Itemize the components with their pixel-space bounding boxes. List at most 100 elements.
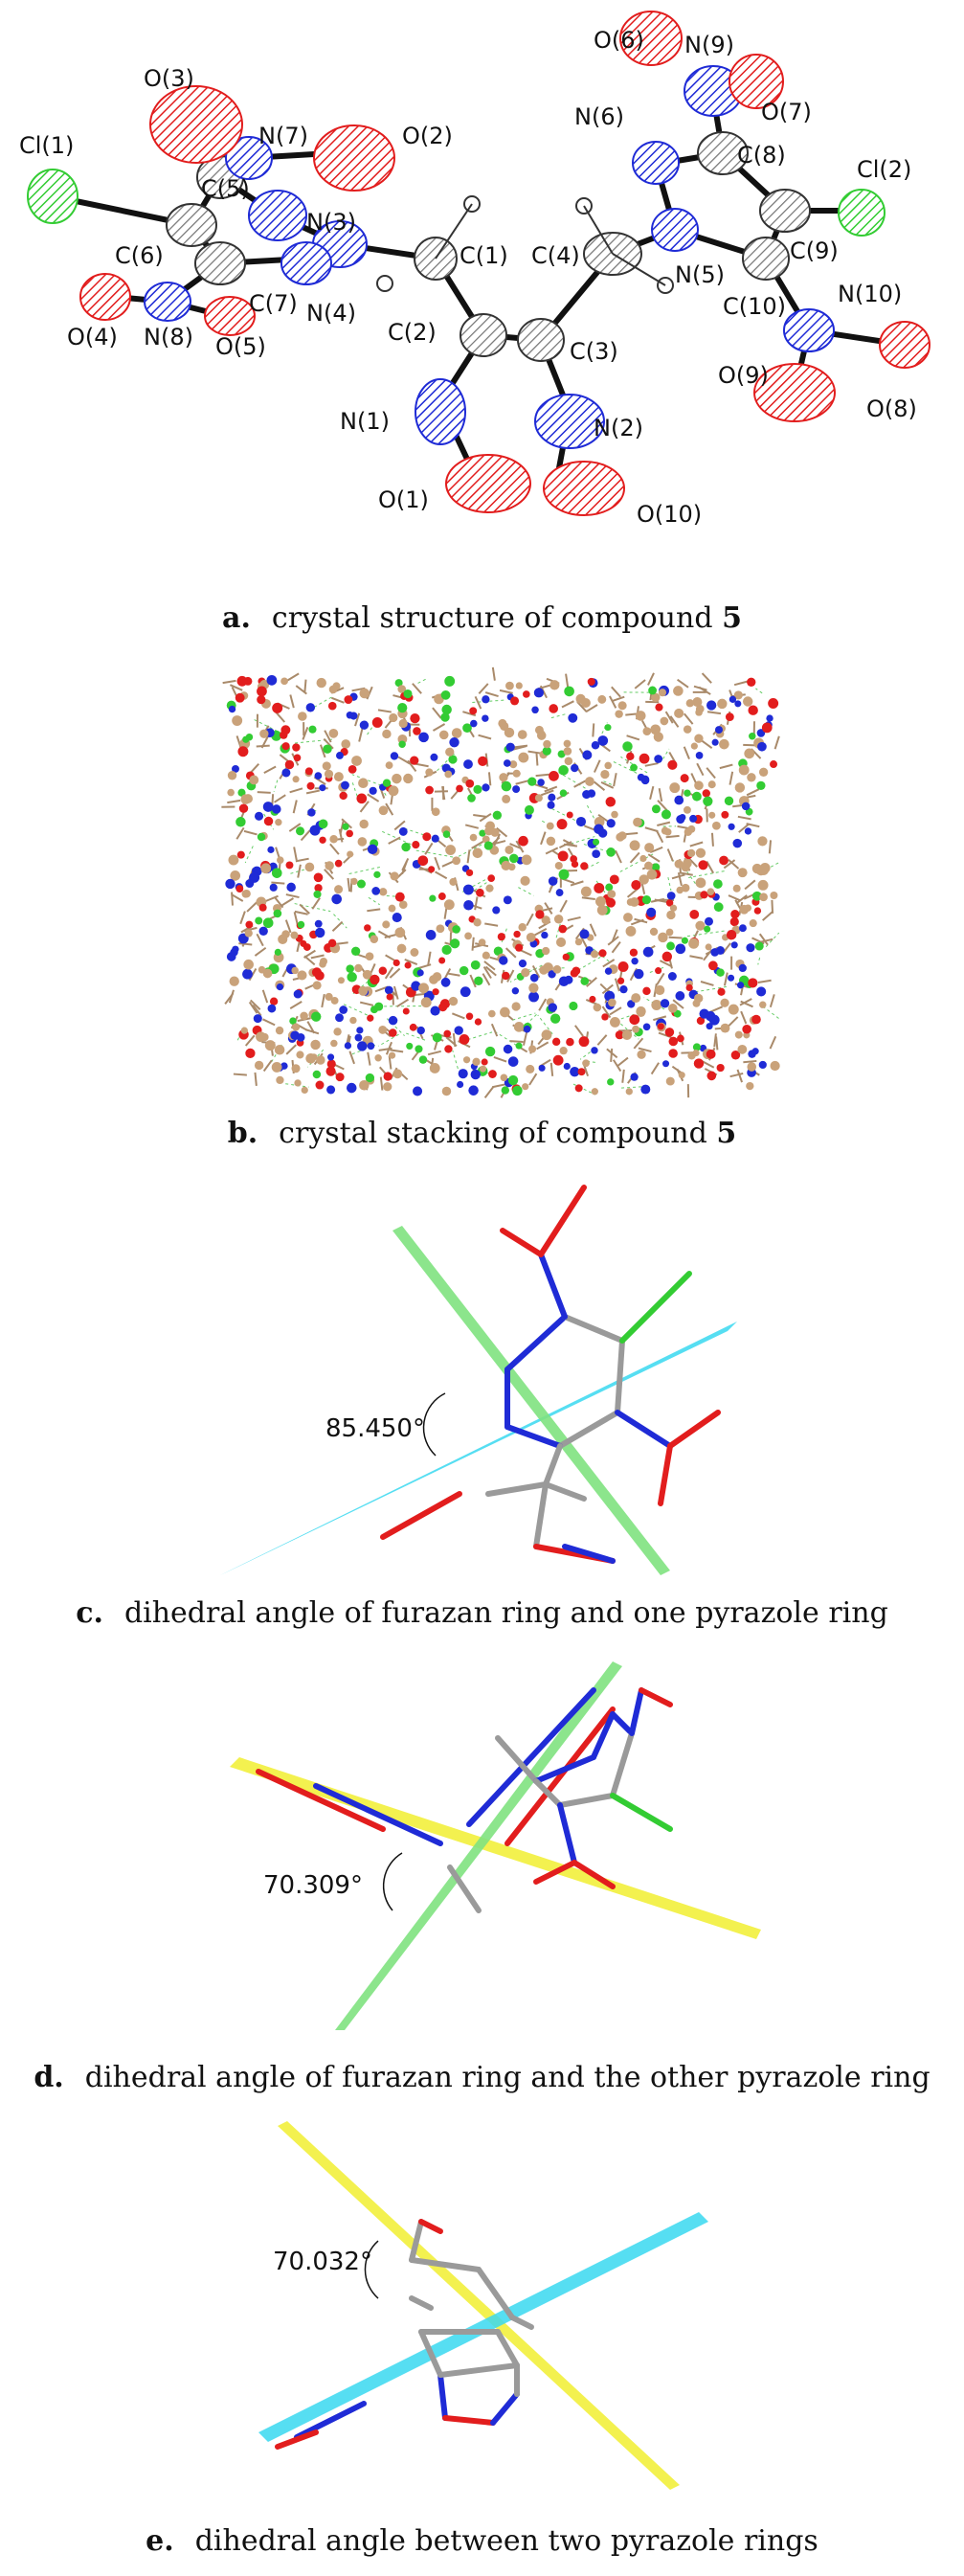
packing-bond [589, 923, 597, 937]
packing-atom [511, 1002, 521, 1011]
packing-atoms [221, 667, 781, 1098]
packing-atom [768, 698, 779, 709]
packing-atom [507, 1074, 519, 1086]
packing-atom [323, 744, 332, 754]
packing-atom [673, 686, 684, 696]
packing-bond [535, 752, 539, 766]
packing-bond [713, 1033, 717, 1048]
packing-atom [483, 841, 493, 850]
packing-atom [390, 752, 399, 760]
packing-bond [701, 1060, 715, 1069]
packing-atom [662, 1060, 670, 1068]
packing-bond [672, 999, 684, 1009]
packing-atom [542, 746, 551, 756]
packing-atom [359, 1079, 370, 1091]
packing-bond [657, 821, 671, 826]
packing-atom [526, 932, 536, 942]
packing-bond [462, 711, 477, 717]
hbond-line [437, 753, 455, 772]
packing-atom [706, 1023, 713, 1030]
molecule-e [275, 2219, 534, 2450]
packing-bond [367, 908, 381, 913]
hbond-line [386, 1018, 405, 1037]
hbond-line [537, 1014, 553, 1035]
packing-atom [543, 739, 551, 749]
packing-bond [432, 707, 442, 719]
packing-atom [548, 1003, 557, 1012]
packing-atom [305, 1052, 316, 1064]
packing-atom [311, 967, 322, 978]
packing-atom [704, 925, 711, 933]
hbond-line [368, 896, 380, 906]
packing-atom [637, 1050, 646, 1059]
packing-atom [770, 1060, 780, 1072]
packing-atom [334, 885, 344, 894]
atom-label-n10: N(10) [838, 281, 902, 307]
packing-bond [771, 899, 774, 914]
packing-atom [625, 925, 637, 937]
packing-atom [437, 893, 446, 900]
packing-atom [655, 984, 665, 996]
panel-d-dihedral-furazan-other-pyrazole: 70.309° [0, 1652, 964, 2035]
packing-atom [751, 891, 762, 901]
packing-atom [356, 879, 366, 889]
packing-atom [482, 783, 490, 792]
packing-atom [443, 899, 455, 911]
packing-bond [254, 1072, 258, 1086]
packing-atom [739, 904, 750, 915]
packing-atom [403, 773, 414, 784]
packing-atom [571, 860, 579, 869]
packing-atom [512, 769, 521, 778]
packing-atom [501, 780, 512, 792]
packing-atom [292, 776, 300, 783]
caption-d: d.dihedral angle of furazan ring and the… [0, 2061, 964, 2094]
atom-label-n9: N(9) [684, 32, 734, 58]
packing-atom [398, 826, 408, 836]
hydrogen-atoms [376, 195, 674, 294]
packing-atom [748, 978, 758, 988]
packing-atom [492, 810, 503, 820]
packing-bond [759, 938, 773, 943]
packing-atom [429, 1063, 440, 1073]
packing-bond [606, 1048, 618, 1059]
packing-atom [610, 1016, 620, 1028]
packing-atom [549, 770, 559, 781]
packing-atom [511, 987, 520, 995]
dihedral-diagram-d: 70.309° [230, 1661, 761, 2030]
packing-atom [404, 961, 412, 969]
packing-atom [759, 862, 771, 873]
packing-atom [661, 826, 669, 835]
packing-atom [228, 705, 236, 713]
atom-label-o7: O(7) [761, 99, 812, 125]
packing-bond [262, 1059, 273, 1073]
packing-atom [655, 703, 663, 712]
packing-atom [269, 997, 279, 1006]
hbond-line [613, 761, 639, 775]
packing-atom [674, 708, 684, 718]
packing-atom [501, 1086, 510, 1095]
packing-bond [600, 780, 615, 789]
packing-bond [669, 715, 680, 728]
packing-atom [484, 826, 494, 836]
angle-arc-c [422, 1392, 446, 1457]
packing-bond [723, 859, 736, 870]
packing-atom [554, 862, 563, 870]
packing-atom [417, 855, 429, 867]
packing-atom [468, 1085, 479, 1096]
packing-atom [684, 789, 691, 797]
molecule-d [256, 1687, 673, 1913]
packing-bond [540, 831, 547, 846]
packing-atom [465, 1012, 474, 1021]
packing-atom [766, 714, 773, 722]
packing-atom [327, 938, 337, 948]
packing-atom [692, 791, 702, 802]
packing-atom [331, 893, 342, 905]
packing-atom [665, 928, 674, 937]
packing-atom [240, 794, 251, 804]
packing-bond [634, 679, 646, 689]
packing-atom [296, 1033, 305, 1042]
packing-bond [522, 1031, 528, 1046]
packing-atom [325, 861, 334, 870]
packing-atom [683, 805, 691, 814]
hbond-line [662, 748, 670, 759]
